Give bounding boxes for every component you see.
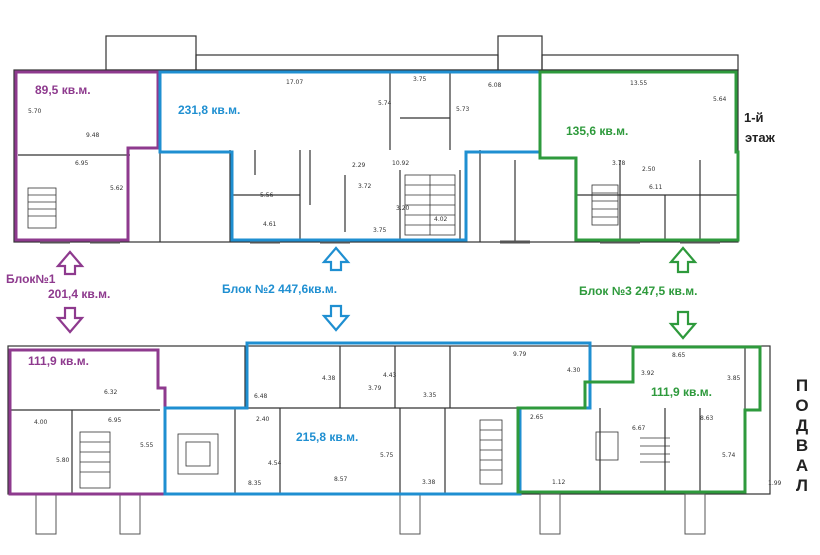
dim-label: 9.79 xyxy=(513,351,527,358)
basement-title-letter: Д xyxy=(795,416,809,435)
block3-label: Блок №3 247,5 кв.м. xyxy=(579,284,698,298)
basement-block1-area: 111,9 кв.м. xyxy=(28,354,89,368)
dim-label: 3.75 xyxy=(413,76,427,83)
dim-label: 5.75 xyxy=(380,452,394,459)
basement-title-letter: В xyxy=(795,436,809,455)
dim-label: 3.78 xyxy=(612,160,626,167)
dim-label: 5.62 xyxy=(110,185,124,192)
dim-label: 8.63 xyxy=(700,415,714,422)
dim-label: 5.70 xyxy=(28,108,42,115)
basement-title-letter: А xyxy=(795,456,809,475)
dim-label: 4.43 xyxy=(383,372,397,379)
dim-label: 3.79 xyxy=(368,385,382,392)
floor1-block3-area: 135,6 кв.м. xyxy=(566,124,629,138)
basement-title: П О Д В А Л xyxy=(793,376,811,496)
dim-label: 5.80 xyxy=(56,457,70,464)
dim-label: 6.95 xyxy=(108,417,122,424)
dim-label: 6.95 xyxy=(75,160,89,167)
dim-label: 6.11 xyxy=(649,184,663,191)
dim-label: 2.40 xyxy=(256,416,270,423)
floor1-stairs xyxy=(27,174,619,236)
block2-label: Блок №2 447,6кв.м. xyxy=(222,282,338,296)
floor1-title-line1: 1-й xyxy=(744,110,764,125)
block3-arrow xyxy=(668,246,698,340)
basement-block1-outline xyxy=(8,348,167,496)
dim-label: 5.56 xyxy=(260,192,274,199)
dim-label: 4.61 xyxy=(263,221,277,228)
dim-label: 5.64 xyxy=(713,96,727,103)
dim-label: 8.57 xyxy=(334,476,348,483)
basement-title-letter: П xyxy=(795,376,809,395)
dim-label: 3.72 xyxy=(358,183,372,190)
dim-label: 2.29 xyxy=(352,162,366,169)
dim-label: 6.08 xyxy=(488,82,502,89)
dim-label: 5.55 xyxy=(140,442,154,449)
basement-block2-area: 215,8 кв.м. xyxy=(296,430,359,444)
basement-stairs xyxy=(79,419,670,489)
dim-label: 10.92 xyxy=(392,160,410,167)
block1-label: Блок№1 xyxy=(6,272,56,286)
basement-block3-outline xyxy=(516,345,762,494)
floor1-block3-outline xyxy=(538,70,740,242)
basement-block2-outline xyxy=(163,341,592,496)
basement-foundations xyxy=(35,493,706,535)
block2-arrow xyxy=(321,246,351,332)
floor1-block1-area: 89,5 кв.м. xyxy=(35,83,91,97)
dim-label: 3.75 xyxy=(373,227,387,234)
block1-total: 201,4 кв.м. xyxy=(48,287,111,301)
dim-label: 5.73 xyxy=(456,106,470,113)
dim-label: 2.65 xyxy=(530,414,544,421)
dim-label: 2.50 xyxy=(642,166,656,173)
dim-label: 17.07 xyxy=(286,79,304,86)
dim-label: 8.65 xyxy=(672,352,686,359)
dim-label: 5.74 xyxy=(378,100,392,107)
floor1-block1-outline xyxy=(14,70,160,242)
dim-label: 1.99 xyxy=(768,480,782,487)
dim-label: 4.02 xyxy=(434,216,448,223)
dim-label: 3.38 xyxy=(422,479,436,486)
basement-title-letter: О xyxy=(795,396,809,415)
dim-label: 3.35 xyxy=(423,392,437,399)
dim-label: 6.32 xyxy=(104,389,118,396)
basement-block3-area: 111,9 кв.м. xyxy=(651,385,712,399)
floor1-block2-outline xyxy=(158,70,542,242)
basement-walls xyxy=(7,345,771,495)
dim-label: 13.55 xyxy=(630,80,648,87)
dim-label: 8.35 xyxy=(248,480,262,487)
dim-label: 4.54 xyxy=(268,460,282,467)
floor1-walls xyxy=(13,35,739,243)
block1-arrow xyxy=(55,250,85,334)
dim-label: 3.92 xyxy=(641,370,655,377)
dim-label: 5.74 xyxy=(722,452,736,459)
dim-label: 1.12 xyxy=(552,479,566,486)
basement-title-letter: Л xyxy=(796,476,808,495)
dim-label: 3.20 xyxy=(396,205,410,212)
dim-label: 6.48 xyxy=(254,393,268,400)
dim-label: 3.85 xyxy=(727,375,741,382)
dim-label: 4.38 xyxy=(322,375,336,382)
floor1-block2-area: 231,8 кв.м. xyxy=(178,103,241,117)
dim-label: 4.30 xyxy=(567,367,581,374)
dim-label: 6.67 xyxy=(632,425,646,432)
floor1-title-line2: этаж xyxy=(745,130,775,145)
dim-label: 9.48 xyxy=(86,132,100,139)
dim-label: 4.00 xyxy=(34,419,48,426)
